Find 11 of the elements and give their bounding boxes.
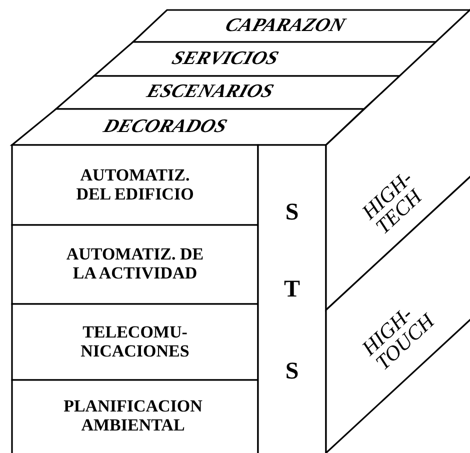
- layer-label: SERVICIOS: [168, 48, 282, 70]
- layer-label: DECORADOS: [100, 116, 230, 138]
- column-letter: T: [284, 276, 300, 304]
- layer-label: CAPARAZON: [222, 15, 348, 37]
- column-letter: S: [285, 200, 299, 226]
- component-label: AUTOMATIZ. DEL EDIFICIO: [75, 166, 195, 204]
- component-label: PLANIFICACION AMBIENTAL: [62, 397, 204, 435]
- component-label: TELECOMU- NICACIONES: [80, 323, 190, 361]
- component-label: AUTOMATIZ. DE LA ACTIVIDAD: [65, 245, 205, 283]
- layer-label: ESCENARIOS: [144, 81, 276, 103]
- column-letter: S: [285, 358, 299, 386]
